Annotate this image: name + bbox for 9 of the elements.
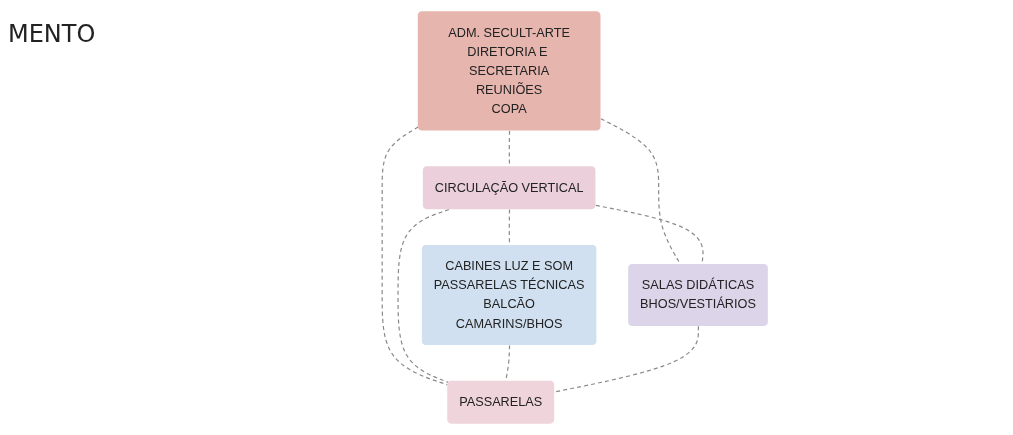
heading-fragment: MENTO (8, 20, 96, 48)
connector (397, 208, 450, 384)
connector (600, 118, 682, 265)
connector (381, 126, 449, 386)
node-box: SALAS DIDÁTICAS BHOS/VESTIÁRIOS (628, 263, 768, 326)
node-box: CABINES LUZ E SOM PASSARELAS TÉCNICAS BALCÃO CAMARINS/BHOS (421, 244, 597, 345)
node-box: PASSARELAS (447, 380, 555, 424)
node-box: ADM. SECULT-ARTE DIRETORIA E SECRETARIA REUNIÕES COPA (417, 11, 601, 131)
node-box: CIRCULAÇÃO VERTICAL (422, 166, 596, 210)
